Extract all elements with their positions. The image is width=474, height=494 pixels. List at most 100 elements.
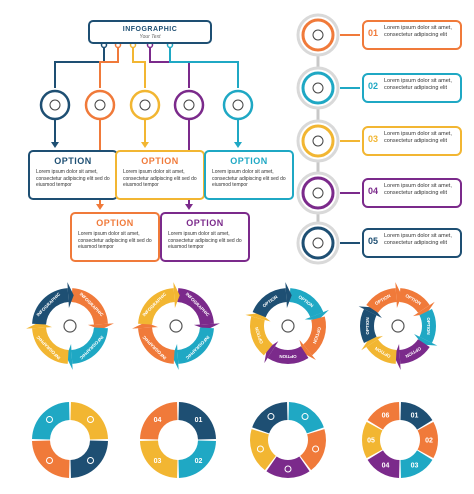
donut-diagram-3 [250, 402, 326, 478]
cycle-arrow-head [361, 335, 383, 351]
icon-glyph [312, 29, 324, 41]
lightbulb-icon [281, 319, 295, 333]
donut-segment [266, 456, 310, 478]
option-heading: OPTION [230, 156, 268, 166]
gear-icon [301, 71, 335, 105]
donut-number: 01 [195, 417, 203, 424]
cycle-segment [71, 288, 108, 325]
option-heading: OPTION [96, 218, 134, 228]
cycle-arrow-head [26, 322, 53, 329]
donut-icon [256, 445, 264, 453]
icon-glyph [312, 237, 324, 249]
flowchart-title-box: INFOGRAPHIC Your Text [88, 20, 212, 44]
step-box-3: 03 Lorem ipsum dolor sit amet, consectet… [362, 126, 462, 156]
donut-icon [301, 413, 309, 421]
step-box-4: 04 Lorem ipsum dolor sit amet, consectet… [362, 178, 462, 208]
cycle-arrow-head [173, 282, 180, 309]
cycle-segment [32, 288, 69, 325]
step-box-2: 02 Lorem ipsum dolor sit amet, consectet… [362, 73, 462, 103]
option-text: Lorem ipsum dolor sit amet, consectetur … [36, 169, 110, 188]
step-text: Lorem ipsum dolor sit amet, consectetur … [384, 183, 452, 196]
icon-glyph [183, 99, 195, 111]
arrow-head [96, 204, 104, 210]
cycle-segment [177, 327, 214, 364]
option-box-2: OPTION Lorem ipsum dolor sit amet, conse… [70, 212, 160, 262]
cycle-arrow-head [414, 334, 438, 346]
flowchart-subtitle: Your Text [139, 34, 161, 40]
cycle-segment [366, 288, 397, 313]
cycle-label: OPTION [426, 317, 431, 334]
donut-segment [400, 450, 433, 478]
step-box-1: 01 Lorem ipsum dolor sit amet, consectet… [362, 20, 462, 50]
donut-number: 06 [382, 412, 390, 419]
cycle-label: OPTION [365, 317, 370, 334]
cycle-arrow-head [87, 323, 114, 330]
option-text: Lorem ipsum dolor sit amet, consectetur … [123, 169, 197, 188]
cycle-segment [250, 316, 273, 356]
arrow-head [234, 142, 242, 148]
cycle-center [275, 313, 301, 339]
arrow-head [51, 142, 59, 148]
cycle-segment [32, 327, 69, 364]
flowchart-title: INFOGRAPHIC [122, 26, 178, 33]
chess-rook-icon [301, 124, 335, 158]
cycle-arrow-head [66, 343, 73, 370]
cycle-segment [366, 339, 397, 364]
donut-segment [178, 402, 216, 440]
option-text: Lorem ipsum dolor sit amet, consectetur … [168, 231, 242, 250]
step-text: Lorem ipsum dolor sit amet, consectetur … [384, 25, 452, 38]
option-box-4: OPTION Lorem ipsum dolor sit amet, conse… [160, 212, 250, 262]
option-box-5: OPTION Lorem ipsum dolor sit amet, conse… [204, 150, 294, 200]
cycle-arrow-head [193, 323, 220, 330]
donut-icon [87, 457, 95, 465]
donut-icon [284, 465, 292, 473]
cycle-diagram-1: INFOGRAPHICINFOGRAPHICINFOGRAPHICINFOGRA… [26, 282, 114, 370]
chat-bubble-icon [301, 176, 335, 210]
donut-segment [367, 402, 400, 430]
option-heading: OPTION [186, 218, 224, 228]
donut-diagram-1 [32, 402, 108, 478]
cycle-arrow-head [358, 306, 382, 318]
cycle-center [57, 313, 83, 339]
step-number: 04 [368, 186, 379, 196]
icon-glyph [232, 99, 244, 111]
step-number: 03 [368, 134, 379, 144]
donut-number: 02 [195, 458, 203, 465]
donut-segment [140, 440, 178, 478]
donut-number: 04 [382, 463, 390, 470]
icon-glyph [312, 135, 324, 147]
donut-segment [70, 440, 108, 478]
cycle-label: OPTION [312, 326, 322, 344]
cycle-segment [267, 346, 309, 365]
arrow-head [185, 204, 193, 210]
donut-segment [362, 421, 383, 459]
donut-hole [52, 422, 88, 458]
step-number: 05 [368, 236, 379, 246]
option-heading: OPTION [141, 156, 179, 166]
cycle-arrow-head [245, 312, 271, 322]
cycle-segment [138, 327, 175, 364]
donut-hole [160, 422, 196, 458]
cycle-diagram-2: INFOGRAPHICINFOGRAPHICINFOGRAPHICINFOGRA… [132, 282, 220, 370]
cycle-center [163, 313, 189, 339]
donut-icon [45, 457, 53, 465]
donut-segment [178, 440, 216, 478]
cycle-arrow-head [285, 282, 292, 309]
donut-segment [32, 440, 70, 478]
cycle-segment [289, 288, 324, 318]
step-box-5: 05 Lorem ipsum dolor sit amet, consectet… [362, 228, 462, 258]
bar-chart-icon [63, 319, 77, 333]
step-text: Lorem ipsum dolor sit amet, consectetur … [384, 233, 452, 246]
donut-hole [382, 422, 418, 458]
cycle-segment [303, 316, 326, 356]
donut-segment [70, 402, 108, 440]
icon-glyph [94, 99, 106, 111]
donut-number: 01 [411, 412, 419, 419]
connector-line [169, 45, 239, 88]
icon-glyph [312, 187, 324, 199]
donut-segment [400, 402, 433, 430]
